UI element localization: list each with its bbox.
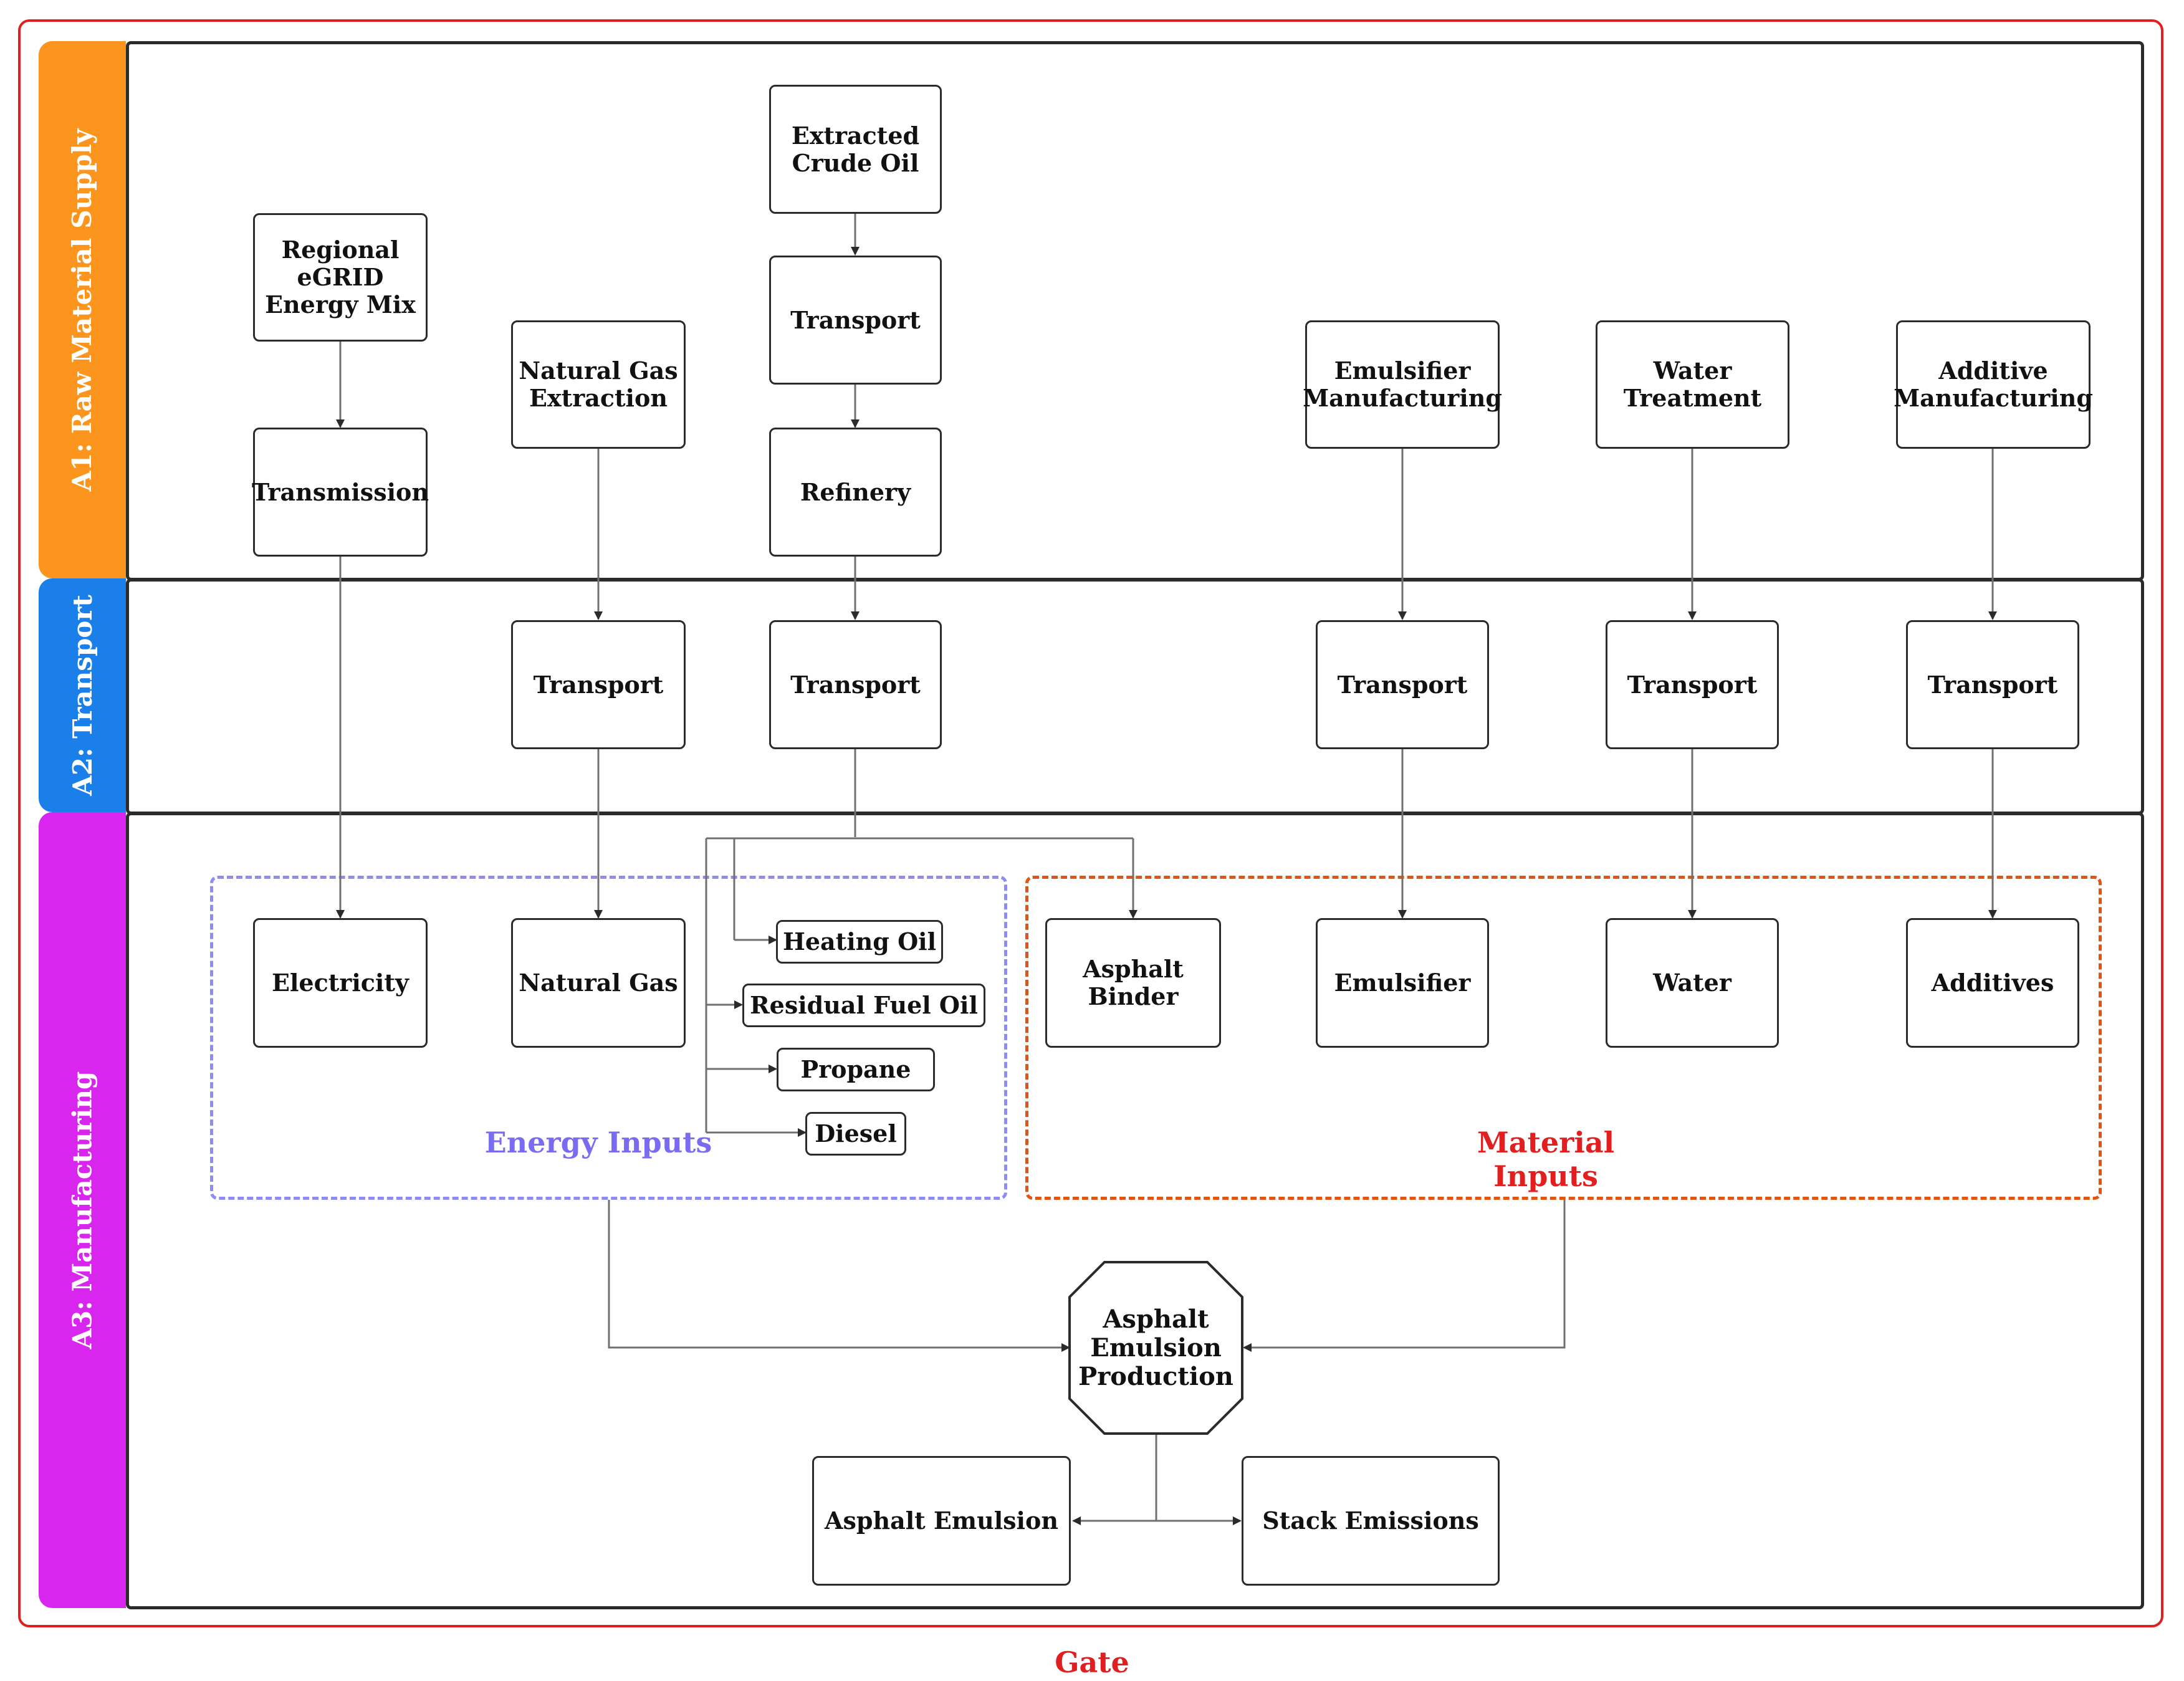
node-additive-transport: Transport bbox=[1906, 620, 2079, 749]
gate-boundary bbox=[18, 19, 2163, 1627]
lane-manufacturing bbox=[126, 812, 2144, 1609]
node-emulsifier-manufacturing: Emulsifier Manufacturing bbox=[1303, 320, 1502, 449]
node-additive-manufacturing: Additive Manufacturing bbox=[1894, 320, 2093, 449]
lane-tab-manufacturing: A3: Manufacturing bbox=[39, 812, 126, 1608]
node-electricity: Electricity bbox=[253, 918, 428, 1048]
lane-tab-raw-material: A1: Raw Material Supply bbox=[39, 41, 126, 578]
node-heating-oil: Heating Oil bbox=[776, 920, 943, 964]
node-stack-emissions: Stack Emissions bbox=[1242, 1456, 1500, 1586]
lane-tab-transport: A2: Transport bbox=[39, 578, 126, 812]
gate-label: Gate bbox=[1055, 1645, 1129, 1679]
arrow-material-to-production bbox=[1243, 1200, 1566, 1352]
node-emulsifier-transport: Transport bbox=[1316, 620, 1489, 749]
production-octagon bbox=[1068, 1261, 1243, 1435]
node-egrid-energy-mix: Regional eGRID Energy Mix bbox=[253, 213, 428, 342]
node-extracted-crude-oil: Extracted Crude Oil bbox=[769, 85, 942, 214]
node-asphalt-emulsion-production: Asphalt Emulsion Production bbox=[1078, 1304, 1233, 1391]
material-inputs-label: Material Inputs bbox=[1477, 1126, 1615, 1193]
node-refinery-transport: Transport bbox=[769, 620, 942, 749]
node-water: Water bbox=[1606, 918, 1779, 1048]
node-residual-fuel-oil: Residual Fuel Oil bbox=[742, 984, 985, 1027]
material-inputs-group bbox=[1025, 876, 2102, 1200]
node-water-treatment: Water Treatment bbox=[1596, 320, 1789, 449]
node-asphalt-emulsion: Asphalt Emulsion bbox=[812, 1456, 1071, 1586]
node-propane: Propane bbox=[777, 1048, 935, 1091]
node-diesel: Diesel bbox=[805, 1112, 906, 1156]
arrow-energy-to-production bbox=[608, 1200, 1070, 1352]
node-emulsifier: Emulsifier bbox=[1316, 918, 1489, 1048]
node-additives: Additives bbox=[1906, 918, 2079, 1048]
node-natural-gas-transport: Transport bbox=[511, 620, 686, 749]
node-refinery: Refinery bbox=[769, 428, 942, 557]
node-asphalt-binder: Asphalt Binder bbox=[1045, 918, 1221, 1048]
energy-inputs-group bbox=[210, 876, 1007, 1200]
energy-inputs-label: Energy Inputs bbox=[484, 1126, 712, 1159]
node-water-transport: Transport bbox=[1606, 620, 1779, 749]
node-natural-gas: Natural Gas bbox=[511, 918, 686, 1048]
node-transmission: Transmission bbox=[252, 428, 429, 557]
node-natural-gas-extraction: Natural Gas Extraction bbox=[511, 320, 686, 449]
node-crude-transport: Transport bbox=[769, 256, 942, 385]
